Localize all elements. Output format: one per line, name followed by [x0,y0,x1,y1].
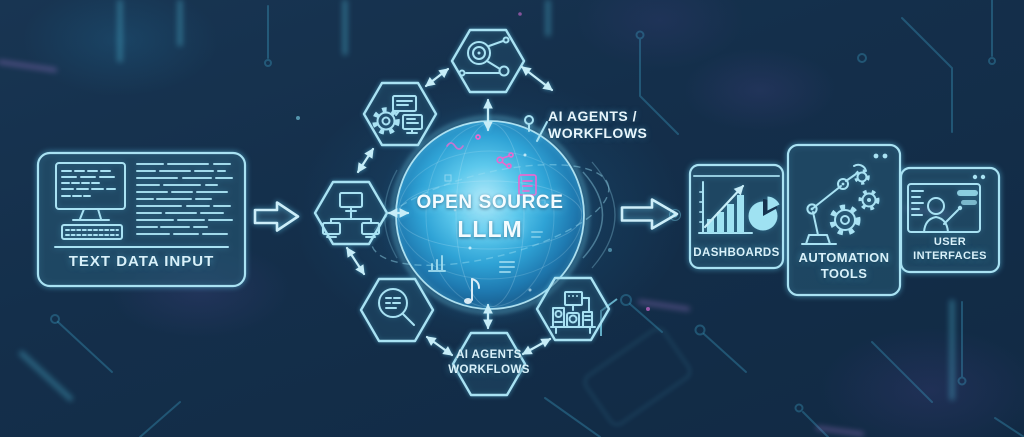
window-dot [980,174,986,180]
music-note-icon [464,278,480,304]
bar-pie-chart-icon [698,181,780,234]
flow-arrow-core-to-outputs [620,198,679,230]
connected-nodes-icon [458,36,510,77]
label-slash-accent [536,121,548,142]
orbit-arc-right [582,171,604,259]
mini-list-icon [499,261,515,273]
gear-document-monitor-icon [372,95,423,135]
core-title-line1: OPEN SOURCE [416,192,564,213]
user-interfaces-label-line1: USER [933,236,967,248]
orbit-ring [370,163,610,267]
automation-tools-label: AUTOMATION TOOLS [788,250,900,281]
flow-arrow-input-to-core [253,201,300,232]
core-title-line2: LLLM [457,216,523,242]
machine-line-icon [550,291,596,334]
user-screen-icon [907,183,981,233]
hexagon-agents-workflows [451,331,527,397]
hexagon-ring [313,28,611,397]
orbit-arc-right-2 [591,161,616,269]
molecule-icon [496,152,514,169]
user-interfaces-box [899,166,1001,274]
hexagon-agents-label: AI AGENTS WORKFLOWS [444,348,534,377]
device-hierarchy-icon [322,192,380,238]
user-interfaces-label-line2: INTERFACES [913,249,987,262]
hexagon-agents-label-line2: WORKFLOWS [448,363,530,376]
hexagon-connected-nodes [450,28,526,94]
automation-tools-label-line2: TOOLS [820,265,868,281]
hexagon-automation-machine [535,276,611,342]
hexagon-hierarchy [313,180,389,246]
document-icon [518,174,537,196]
ai-agents-workflows-label-line2: WORKFLOWS [548,125,648,141]
user-interfaces-label: USER INTERFACES [901,236,999,263]
window-dot [972,174,978,180]
automation-tools-label-line1: AUTOMATION [798,250,890,265]
text-data-input-box [36,151,247,288]
window-dot [873,153,879,159]
hexagon-gear-docs [362,81,438,147]
sphere-inner-detail [398,123,582,307]
dashboards-label-line1: DASHBOARDS [693,247,780,259]
ai-agents-workflows-label-line1: AI AGENTS / [548,108,637,124]
squiggle-accent [446,142,464,150]
ai-agents-workflows-label: AI AGENTS / WORKFLOWS [548,108,647,142]
automation-tools-box [786,143,902,297]
text-lines-icon [136,163,233,235]
window-dot [882,153,888,159]
ring-connector-arrows [345,65,554,357]
mini-list-icon-2 [531,231,543,238]
hexagon-agents-label-line1: AI AGENTS [456,349,522,361]
dashboards-box [688,163,785,270]
keyboard-icon [61,224,123,240]
search-data-icon [378,288,415,326]
desktop-computer-icon [55,162,126,221]
input-box-label: TEXT DATA INPUT [68,253,215,270]
orbit-arc-left [383,169,398,259]
hexagon-search [359,277,435,343]
mini-bar-chart-icon [428,255,446,272]
robot-arm-gears-icon [801,163,880,245]
dashboards-label: DASHBOARDS [690,247,783,259]
output-boxes [688,143,1001,297]
